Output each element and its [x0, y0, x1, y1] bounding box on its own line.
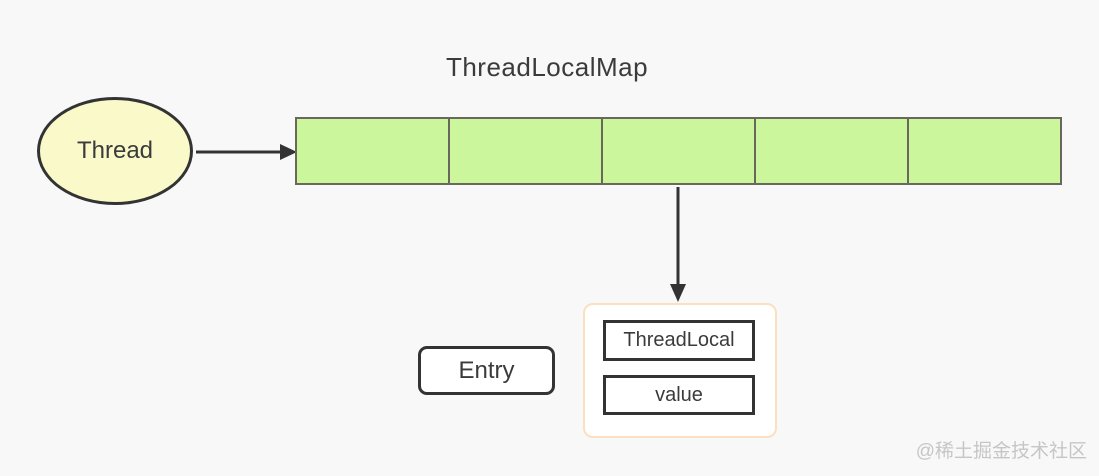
diagram-title: ThreadLocalMap — [445, 52, 649, 82]
map-cell — [603, 119, 756, 183]
entry-container: ThreadLocal value — [583, 303, 777, 438]
entry-field-value: value — [603, 375, 755, 415]
map-cell — [450, 119, 603, 183]
watermark: @稀土掘金技术社区 — [915, 441, 1087, 462]
map-cell — [756, 119, 909, 183]
arrow-thread-to-map — [196, 144, 297, 160]
entry-label: Entry — [458, 356, 515, 384]
thread-node-label: Thread — [76, 137, 154, 164]
entry-field-threadlocal-label: ThreadLocal — [623, 329, 735, 351]
arrow-cell-to-entry — [670, 187, 686, 302]
thread-node: Thread — [37, 97, 193, 205]
entry-label-box: Entry — [418, 346, 555, 395]
map-cell — [297, 119, 450, 183]
threadlocalmap-cells — [295, 117, 1062, 185]
entry-field-value-label: value — [655, 383, 703, 406]
entry-field-threadlocal: ThreadLocal — [603, 320, 755, 361]
map-cell — [909, 119, 1060, 183]
